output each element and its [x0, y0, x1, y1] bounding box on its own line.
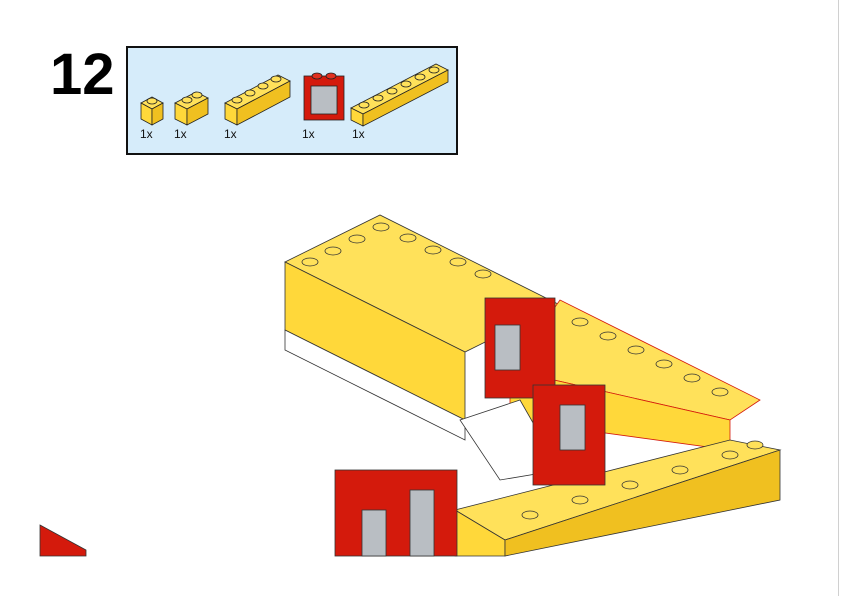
- window-red-front: [334, 469, 458, 557]
- studs: [301, 222, 764, 520]
- part-brick-1x2: [174, 91, 209, 126]
- red-plate-corner: [39, 524, 87, 557]
- step-number: 12: [50, 42, 115, 107]
- front-wall-top: [453, 439, 782, 541]
- parts-illustrations: [140, 63, 449, 127]
- page-edge: [838, 0, 839, 596]
- parts-list-panel: 1x 1x 1x 1x 1x: [126, 46, 458, 155]
- part-brick-1x4: [224, 74, 291, 126]
- front-wall-side: [504, 449, 781, 557]
- window-red-back: [484, 297, 556, 399]
- part-qty: 1x: [302, 127, 315, 141]
- back-wall-left: [284, 261, 466, 421]
- white-floor: [459, 399, 561, 481]
- part-window-1x2x2: [303, 72, 345, 121]
- part-qty: 1x: [352, 127, 365, 141]
- right-wall-top: [509, 299, 761, 421]
- front-wall-front: [454, 509, 506, 557]
- right-wall-front: [509, 369, 731, 451]
- part-qty: 1x: [140, 127, 153, 141]
- base-plate-left: [284, 329, 466, 441]
- window-red-middle: [532, 384, 606, 486]
- part-brick-1x6: [350, 63, 449, 127]
- part-brick-1x1: [140, 96, 164, 126]
- part-qty: 1x: [224, 127, 237, 141]
- part-qty: 1x: [174, 127, 187, 141]
- back-wall-top: [284, 214, 561, 353]
